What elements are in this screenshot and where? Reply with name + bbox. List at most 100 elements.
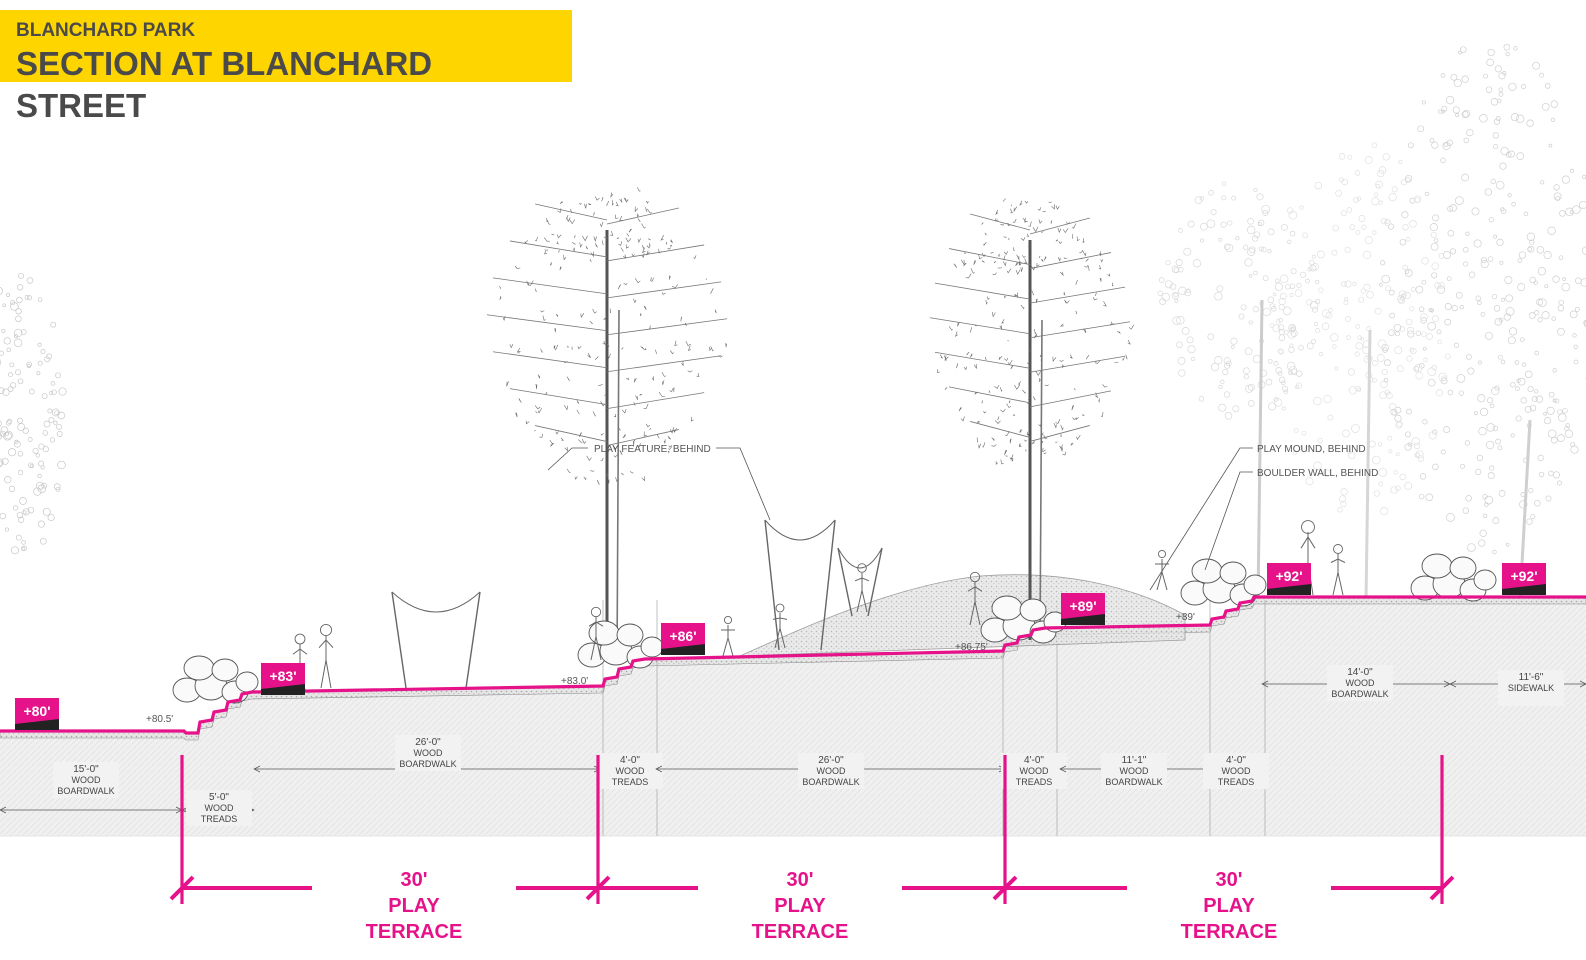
leaf [1230, 337, 1238, 345]
head [319, 623, 333, 637]
leaf [1358, 215, 1366, 222]
leaf-cluster [687, 370, 693, 373]
leaf [22, 427, 29, 434]
leaf [1492, 549, 1497, 555]
leaf-cluster [960, 416, 965, 422]
leaf [1444, 303, 1452, 310]
leaf-cluster [540, 348, 544, 353]
leaf [1432, 429, 1438, 435]
leaf [1461, 75, 1469, 83]
frame-post [867, 547, 883, 617]
leaf [1548, 391, 1555, 398]
dimension-material: WOOD [72, 775, 101, 785]
leaf-cluster [1082, 328, 1087, 334]
dimension-strings: 15'-0"WOODBOARDWALK5'-0"WOODTREADS26'-0"… [0, 665, 1586, 826]
leaf [1349, 224, 1356, 230]
leaf [1351, 424, 1360, 433]
leaf-cluster [963, 366, 967, 371]
leaf [1405, 237, 1411, 242]
leaf [1275, 319, 1281, 324]
leaf [1485, 440, 1495, 450]
leaf [42, 507, 51, 516]
leaf-cluster [1062, 364, 1065, 369]
leaf-cluster [573, 235, 576, 239]
leaf-cluster [554, 328, 556, 333]
leaf [1509, 327, 1518, 336]
leaf [1395, 485, 1401, 491]
branch [934, 351, 1031, 369]
body [318, 635, 334, 689]
boulder [211, 658, 239, 682]
leaf [1451, 305, 1458, 312]
leaf-cluster [963, 262, 967, 267]
leaf [1515, 114, 1525, 124]
leaf [30, 464, 34, 468]
dimension-label-bg [395, 735, 461, 771]
boulder [991, 595, 1023, 621]
leaf [1360, 288, 1366, 294]
leaf [1277, 324, 1285, 331]
leaf-cluster [1033, 333, 1038, 339]
leaf-cluster [642, 247, 646, 254]
leaf-cluster [1010, 454, 1014, 460]
leaf [57, 411, 66, 420]
leaf-cluster [1013, 206, 1018, 213]
leaf [17, 469, 24, 476]
leaf [1278, 376, 1286, 384]
boulder [1191, 558, 1223, 584]
branch [970, 213, 1031, 231]
leaf [1480, 256, 1487, 264]
person-3 [588, 606, 604, 661]
leaf-cluster [1000, 408, 1006, 413]
leaf [1280, 223, 1288, 231]
leaf [43, 420, 51, 428]
leaf-cluster [518, 398, 522, 403]
leaf-cluster [1016, 254, 1020, 260]
leaf-cluster [1072, 223, 1077, 229]
leaf [1446, 276, 1452, 282]
leaf-cluster [1006, 222, 1010, 226]
leaf [1480, 311, 1486, 317]
leaf [1353, 196, 1359, 203]
leaf [1258, 219, 1265, 227]
leaf-cluster [555, 431, 559, 435]
leaf [1275, 367, 1283, 374]
leaf-cluster [1069, 354, 1073, 359]
leaf [1423, 357, 1428, 362]
leaf [1486, 58, 1494, 67]
elevation-tag-notch [1267, 584, 1311, 589]
elevation-tag-label: +92' [1275, 568, 1302, 584]
dimension-value: 26'-0" [818, 755, 844, 766]
leaf-cluster [981, 260, 985, 263]
leaf [1311, 254, 1316, 259]
leaf-cluster [589, 320, 593, 325]
dimension-material-type: TREADS [1016, 777, 1053, 787]
leaf-cluster [579, 242, 583, 248]
leaf-cluster [579, 202, 582, 205]
leaf [1289, 343, 1294, 348]
leaf [1290, 329, 1298, 337]
leaf [1235, 236, 1240, 241]
leaf [1438, 282, 1445, 289]
leaf [42, 446, 49, 453]
leaf [28, 388, 35, 395]
leaf-cluster [550, 442, 555, 448]
leaf [1161, 292, 1171, 302]
leaf [1485, 86, 1493, 93]
leaf-cluster [725, 343, 727, 348]
leaf-cluster [1086, 354, 1090, 360]
leaf-cluster [973, 363, 977, 369]
play-frame-2 [764, 519, 836, 651]
leaf [40, 349, 46, 354]
leaf [1313, 461, 1322, 471]
leaf-cluster [643, 348, 647, 351]
leaf-cluster [992, 311, 996, 318]
leaf [1572, 205, 1581, 214]
leaf-cluster [976, 420, 981, 423]
leaf-cluster [600, 401, 605, 407]
leaf [1443, 142, 1449, 147]
leaf [1413, 195, 1422, 203]
leaf [1553, 192, 1562, 201]
